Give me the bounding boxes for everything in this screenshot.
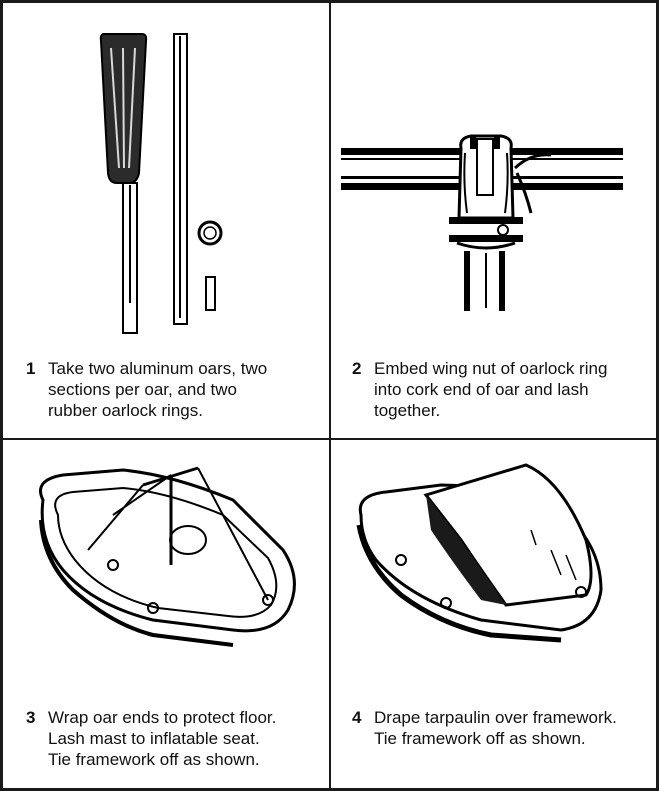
step-text: Drape tarpaulin over framework. Tie fram… [374,708,617,748]
panel-step-1: 1 Take two aluminum oars, two sections p… [3,3,329,438]
vertical-divider [329,0,331,791]
raft-tarpaulin-illustration [356,463,603,643]
step-text: Embed wing nut of oarlock ring into cork… [374,359,608,420]
step-text: Take two aluminum oars, two sections per… [48,359,268,420]
raft-framework-illustration [39,466,296,647]
step-text: Wrap oar ends to protect floor. Lash mas… [48,708,277,769]
step-number: 1 [26,359,36,378]
horizontal-divider [0,438,659,440]
panel-step-4: 4 Drape tarpaulin over framework. Tie fr… [331,440,656,788]
oar-sections-illustration [99,33,223,334]
step-number: 4 [352,708,362,727]
panel-step-3: 3 Wrap oar ends to protect floor. Lash m… [3,440,329,788]
oarlock-lashing-illustration [341,134,623,311]
step-number: 3 [26,708,36,727]
step-number: 2 [352,359,362,378]
panel-step-2: 2 Embed wing nut of oarlock ring into co… [331,3,656,438]
